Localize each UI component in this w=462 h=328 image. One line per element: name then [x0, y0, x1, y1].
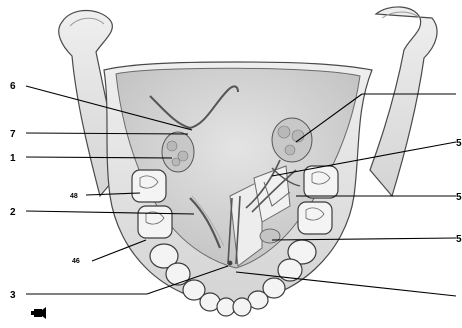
sublingual-gland-left — [162, 132, 194, 172]
label-right-3: 5 — [456, 234, 462, 245]
label-right-2: 5 — [456, 192, 462, 203]
label-right-1: 5 — [456, 138, 462, 149]
label-46: 46 — [72, 258, 80, 265]
label-1: 1 — [10, 153, 16, 164]
label-7: 7 — [10, 129, 16, 140]
sublingual-gland-right — [272, 118, 312, 162]
print-mark-icon — [31, 307, 46, 319]
submandibular-gland-right — [260, 229, 280, 243]
right-ramus — [370, 7, 437, 196]
label-48: 48 — [70, 193, 78, 200]
label-2: 2 — [10, 207, 16, 218]
label-3: 3 — [10, 290, 16, 301]
label-6: 6 — [10, 81, 16, 92]
